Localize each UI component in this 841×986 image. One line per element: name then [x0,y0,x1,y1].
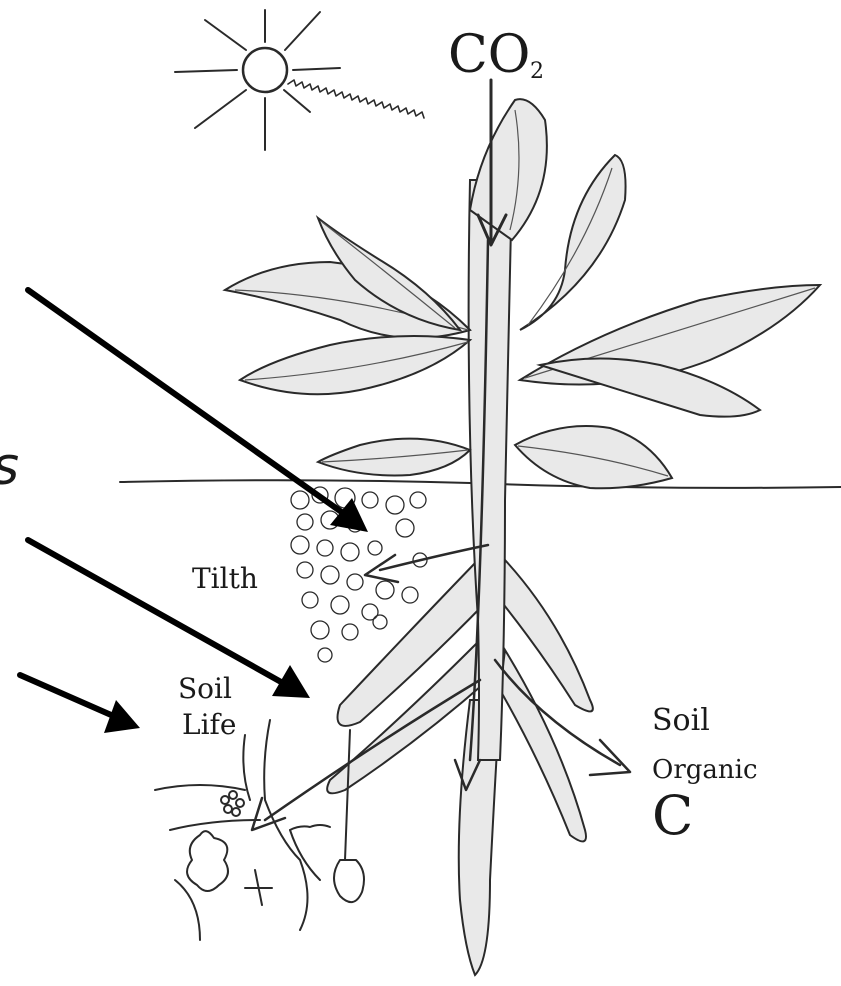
soil-organisms-icon [155,720,364,940]
soil-organic-label-line3: C [652,784,693,847]
plant-icon [225,80,820,975]
cut-off-letter: s [0,437,19,497]
soil-organic-label-line1: Soil [652,703,710,738]
soil-life-label-line1: Soil [178,672,232,705]
co2-label: CO [448,25,530,85]
co2-subscript: 2 [530,59,544,84]
soil-life-label-line2: Life [182,708,236,741]
soil-organic-label-line2: Organic [652,755,758,785]
sun-icon [175,10,424,150]
tilth-label: Tilth [192,562,258,595]
